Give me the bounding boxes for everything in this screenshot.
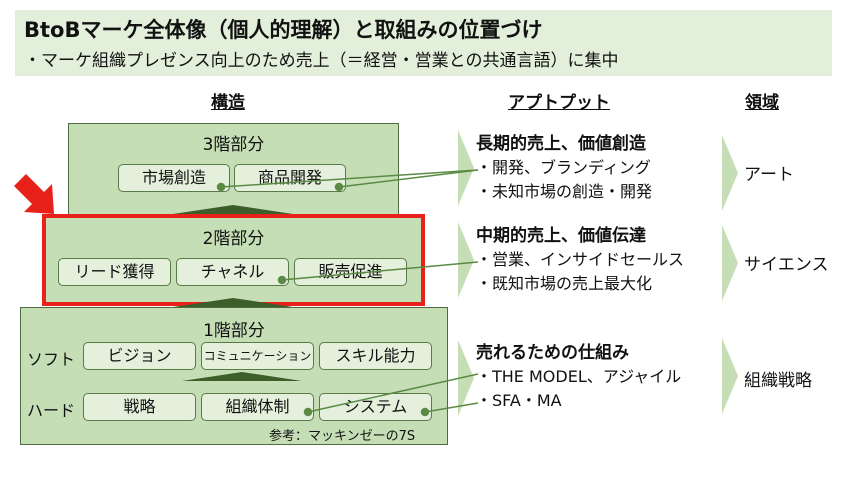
soft-label: ソフト [27,350,76,369]
cell-skill: スキル能力 [319,342,432,370]
output-item: ・未知市場の創造・開発 [476,182,653,201]
cell-lead-acquisition: リード獲得 [58,258,171,286]
chevron-right-icon [722,225,738,301]
slide-title: BtoBマーケ全体像（個人的理解）と取組みの位置づけ [24,18,543,42]
cell-product-development: 商品開発 [234,164,346,192]
cell-channel: チャネル [176,258,289,286]
header-domain: 領域 [745,93,779,113]
domain-science: サイエンス [744,255,829,275]
output-long-term: 長期的売上、価値創造 ・開発、ブランディング ・未知市場の創造・開発 [476,132,652,204]
output-mechanism: 売れるための仕組み ・THE MODEL、アジャイル ・SFA・MA [476,341,681,413]
up-triangle-icon [173,298,293,307]
chevron-right-icon [458,340,474,416]
cell-organization: 組織体制 [201,393,314,421]
tier-2-highlighted: 2階部分 リード獲得 チャネル 販売促進 [42,214,425,306]
tier-2-label: 2階部分 [202,229,265,249]
domain-org-strategy: 組織戦略 [744,371,812,391]
reference-note: 参考：マッキンゼーの7S [269,429,416,444]
cell-vision: ビジョン [83,342,196,370]
domain-art: アート [744,165,794,185]
output-heading: 長期的売上、価値創造 [476,134,646,154]
output-heading: 売れるための仕組み [476,343,629,363]
output-item: ・開発、ブランディング [476,158,651,177]
output-item: ・営業、インサイドセールス [476,250,685,269]
up-triangle-icon [173,205,293,214]
chevron-right-icon [722,338,738,414]
chevron-right-icon [458,222,474,298]
cell-market-creation: 市場創造 [118,164,230,192]
header-structure: 構造 [211,93,245,113]
header-output: アプトプット [508,93,610,113]
red-arrow-icon [14,174,54,214]
output-mid-term: 中期的売上、価値伝達 ・営業、インサイドセールス ・既知市場の売上最大化 [476,224,684,296]
tier-3-label: 3階部分 [202,135,265,155]
cell-sales-promotion: 販売促進 [294,258,407,286]
chevron-right-icon [458,130,474,206]
output-item: ・SFA・MA [476,391,562,410]
cell-strategy: 戦略 [83,393,196,421]
output-heading: 中期的売上、価値伝達 [476,226,646,246]
title-banner [15,10,832,76]
up-triangle-icon [182,372,302,381]
cell-system: システム [319,393,432,421]
slide-subtitle: ・マーケ組織プレゼンス向上のため売上（＝経営・営業との共通言語）に集中 [24,51,619,71]
tier-1-label: 1階部分 [203,321,265,341]
chevron-right-icon [722,135,738,211]
hard-label: ハード [27,401,76,420]
output-item: ・既知市場の売上最大化 [476,274,653,293]
output-item: ・THE MODEL、アジャイル [476,367,682,386]
cell-communication: コミュニケーション [201,342,314,370]
tier-3: 3階部分 市場創造 商品開発 [68,123,399,215]
tier-1: 1階部分 ソフト ビジョン コミュニケーション スキル能力 ハード 戦略 組織体… [20,307,448,445]
